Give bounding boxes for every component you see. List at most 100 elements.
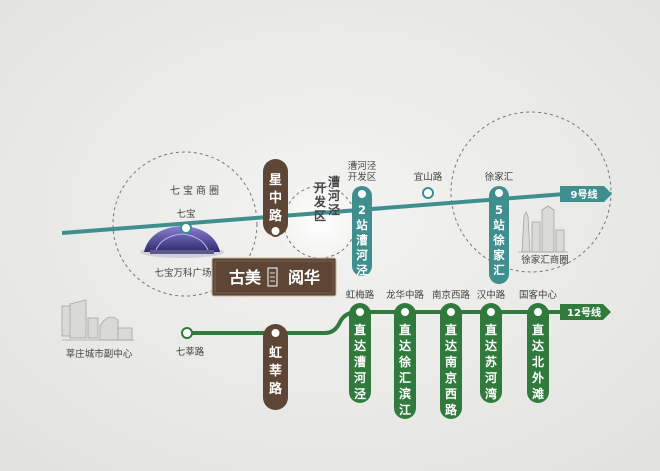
station-line12-dot [532, 306, 544, 318]
line9-label: 9号线 [571, 188, 598, 201]
hop-char: 漕 [356, 233, 368, 247]
direct-char: 直 [532, 322, 544, 337]
hop-char: 汇 [493, 263, 505, 277]
station-line12-dot [399, 306, 411, 318]
hop-char: 泾 [356, 263, 368, 277]
station-line12-dot [485, 306, 497, 318]
hop-char: 5 [495, 203, 503, 217]
direct-pill [349, 303, 371, 403]
station-line12-dot [354, 306, 366, 318]
line9-track [61, 192, 566, 235]
direct-char: 苏 [485, 354, 497, 369]
svg-text:莘: 莘 [269, 363, 282, 379]
direct-char: 漕 [354, 354, 366, 369]
hop-char: 徐 [492, 233, 505, 247]
direct-char: 达 [399, 338, 411, 353]
svg-text:星: 星 [269, 173, 282, 188]
direct-char: 达 [485, 338, 497, 353]
station-hongxinlu: 虹 莘 路 [269, 345, 283, 397]
station-line12-dot [445, 306, 457, 318]
station-hongxinlu-pill [263, 324, 288, 410]
direct-char: 江 [399, 402, 411, 417]
direct-char: 路 [445, 402, 458, 417]
brand-box-inner [214, 260, 334, 294]
svg-text:路: 路 [269, 381, 283, 397]
circle-xujiahui [450, 111, 612, 273]
direct-char: 泾 [354, 387, 366, 401]
line12-label: 12号线 [567, 306, 601, 319]
svg-text:路: 路 [269, 208, 283, 224]
hop-char: 站 [493, 218, 505, 232]
direct-char: 河 [353, 370, 366, 385]
line9-terminal-arrow [560, 186, 612, 202]
direct-char: 湾 [485, 386, 497, 401]
landmark-xujiahui-circle: 徐家汇商圈 [521, 254, 569, 266]
direct-char: 徐 [398, 354, 411, 369]
station-yishanlu-dot [422, 187, 434, 199]
svg-text:中: 中 [269, 190, 282, 206]
station-hongxinlu-dot [269, 327, 282, 339]
station-xingzhonglu-pill [263, 159, 288, 236]
station-qibao-label: 七宝 [176, 208, 195, 220]
qibao-wanke-illustration [140, 226, 224, 258]
circle-caohejing-char: 河 [327, 188, 340, 203]
station-xujiahui-dot [493, 187, 505, 199]
station-line12-label: 南京西路 [432, 289, 471, 301]
circle-qibao [112, 151, 258, 297]
direct-char: 直 [354, 322, 366, 337]
station-qibao-dot [180, 222, 192, 234]
direct-char: 河 [484, 370, 497, 385]
direct-char: 京 [445, 370, 457, 385]
station-line12-label: 汉中路 [477, 289, 506, 301]
brand-seal-icon [267, 267, 278, 287]
direct-char: 外 [532, 370, 544, 385]
hop-5-xujiahui-pill [489, 186, 509, 284]
station-line12-label: 龙华中路 [386, 289, 425, 301]
station-line12-label: 国客中心 [519, 289, 558, 301]
svg-text:虹: 虹 [269, 345, 282, 361]
direct-char: 达 [354, 338, 366, 353]
station-xingzhonglu: 星 中 路 [269, 173, 283, 224]
station-qixinlu-dot [181, 327, 193, 339]
station-xujiahui-label: 徐家汇 [485, 171, 514, 183]
circle-caohejing-char: 发 [313, 194, 327, 209]
hop-char: 河 [356, 248, 368, 262]
line12-terminal-arrow [560, 304, 611, 320]
circle-caohejing-char: 漕 [328, 174, 340, 189]
circle-caohejing-char: 泾 [328, 203, 340, 217]
direct-char: 南 [445, 354, 457, 369]
direct-pill [527, 303, 549, 403]
circle-caohejing-glow [276, 178, 364, 266]
direct-char: 滩 [532, 386, 544, 401]
direct-char: 汇 [399, 371, 411, 385]
direct-char: 直 [399, 322, 411, 337]
hop-char: 家 [493, 248, 505, 262]
circle-caohejing-char: 开 [314, 181, 326, 195]
xinzhuang-illustration [61, 299, 134, 341]
direct-char: 达 [532, 338, 544, 353]
direct-char: 北 [532, 354, 544, 369]
direct-pill [440, 303, 462, 419]
hop-char: 2 [358, 203, 366, 217]
circle-qibao-label: 七宝商圈 [170, 184, 222, 197]
direct-char: 直 [445, 322, 457, 337]
station-xingzhonglu-dot [269, 225, 282, 237]
landmark-qibao-wanke: 七宝万科广场 [154, 267, 211, 279]
hop-2-caohejing-pill [352, 186, 372, 276]
station-caohejing-dot [356, 188, 368, 200]
circle-caohejing-char: 区 [314, 209, 326, 223]
station-line12-label: 虹梅路 [346, 289, 375, 301]
station-caohejing-label: 漕河泾 [348, 160, 377, 172]
station-caohejing-label-2: 开发区 [348, 171, 377, 183]
station-qixinlu-label: 七莘路 [176, 346, 205, 358]
hop-char: 站 [356, 218, 368, 232]
brand-name-right: 阅华 [288, 268, 320, 287]
direct-pill [394, 303, 416, 419]
landmark-xinzhuang: 莘庄城市副中心 [66, 348, 133, 360]
direct-char: 西 [445, 387, 457, 401]
xujiahui-illustration [518, 205, 568, 253]
